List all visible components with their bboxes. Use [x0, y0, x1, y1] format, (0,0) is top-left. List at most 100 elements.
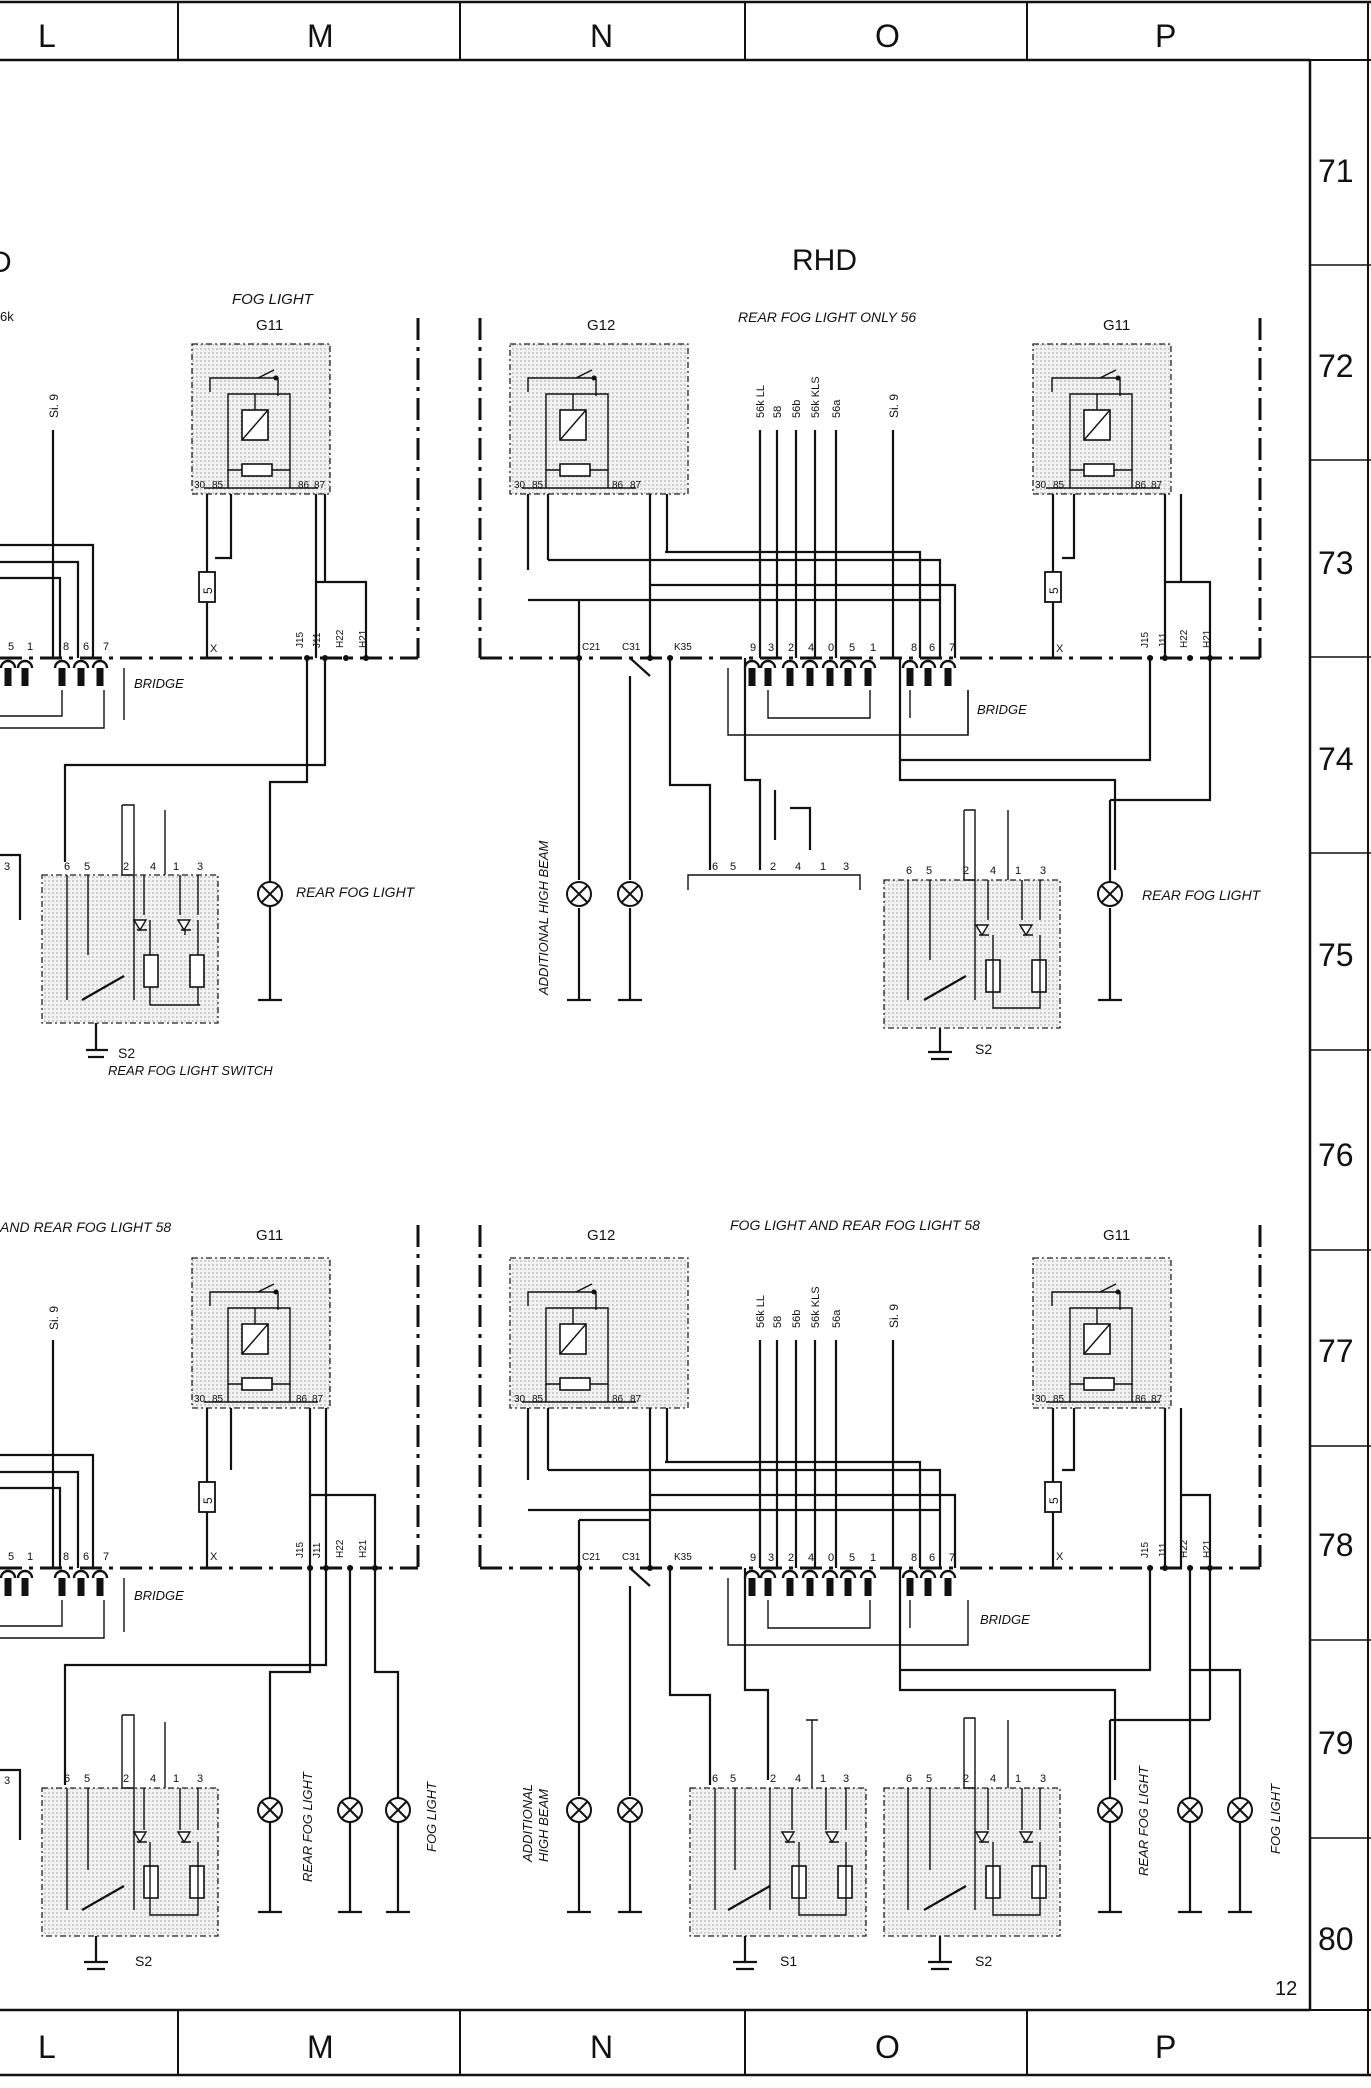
lr-vertical-label-1: ADDITIONAL: [520, 1784, 535, 1863]
lr-switch-s1: S1: [780, 1953, 797, 1969]
lr-s1-pin-2: 2: [770, 1773, 776, 1785]
lr-plug-pin-3: 3: [768, 1552, 774, 1564]
lr-plug-pin-4: 4: [808, 1552, 814, 1564]
lr-lamp-rear: REAR FOG LIGHT: [1136, 1765, 1151, 1876]
lr-s2-box: [883, 1787, 1061, 1937]
col-label-n: N: [590, 18, 613, 54]
lr-wire-56k-ll: 56k LL: [755, 1295, 767, 1328]
ul-fuse: [198, 571, 216, 603]
ll-fuse-value: 5: [201, 1497, 215, 1504]
lr-s1-pin-3: 3: [843, 1773, 849, 1785]
ur-heading: RHD: [792, 244, 857, 277]
lr-wire-si9: Si. 9: [887, 1304, 901, 1328]
ur-relay-left-label: G12: [587, 317, 615, 334]
ul-switch-id: S2: [118, 1045, 135, 1061]
row-numbers: 71 72 73 74 75 76 77 78 79 80: [1318, 153, 1354, 1957]
ul-heading-fragment: D: [0, 246, 12, 279]
ur-plug-pin-1: 1: [870, 642, 876, 654]
ur-rl-pin-86: 86: [612, 480, 624, 491]
row-78: 78: [1318, 1527, 1354, 1563]
ll-plug-pin-1: 1: [27, 1551, 33, 1563]
ur-plug-pin-3: 3: [768, 642, 774, 654]
ll-plug-pin-8: 8: [63, 1551, 69, 1563]
ur-sw-pin-6: 6: [906, 865, 912, 877]
ur-term-j15: J15: [1140, 631, 1151, 648]
ul-sw-pin-3a: 3: [4, 861, 10, 873]
lr-rl-pin-86: 86: [612, 1394, 624, 1405]
ur-term-c21: C21: [582, 642, 601, 653]
col-label-l-bottom: L: [38, 2029, 56, 2065]
ul-sw-pin-6: 6: [64, 861, 70, 873]
lr-term-j11: J11: [1158, 1542, 1169, 1558]
ur-plug-pin-5: 5: [849, 642, 855, 654]
ur-plug-pin-0: 0: [828, 642, 834, 654]
ur-wire-56b: 56b: [791, 400, 803, 418]
row-80: 80: [1318, 1921, 1354, 1957]
ll-sw-pin-1: 1: [173, 1773, 179, 1785]
lr-rr-pin-30: 30: [1035, 1394, 1047, 1405]
col-label-o: O: [875, 18, 900, 54]
ur-lamp-label: REAR FOG LIGHT: [1142, 887, 1262, 903]
lr-s1-pin-5: 5: [730, 1773, 736, 1785]
ll-relay-pin-85: 85: [212, 1394, 224, 1405]
ul-plug-pin-5: 5: [8, 641, 14, 653]
ur-rl-pin-30: 30: [514, 480, 526, 491]
ll-relay-pin-30: 30: [194, 1394, 206, 1405]
ur-mid-pin-2: 2: [770, 861, 776, 873]
lr-lamp-fog: FOG LIGHT: [1268, 1783, 1283, 1854]
row-76: 76: [1318, 1137, 1354, 1173]
ur-wire-56k-kls: 56k KLS: [810, 376, 822, 418]
ur-wire-56k-ll: 56k LL: [755, 385, 767, 418]
lr-relay-left-label: G12: [587, 1227, 615, 1244]
ur-mid-pin-4: 4: [795, 861, 801, 873]
ll-sw-pin-4: 4: [150, 1773, 156, 1785]
ll-term-h22: H22: [335, 1539, 346, 1558]
lr-rl-pin-87: 87: [630, 1394, 642, 1405]
ul-term-j15: J15: [295, 631, 306, 648]
lr-s2-pin-2: 2: [963, 1773, 969, 1785]
ul-lamp-label: REAR FOG LIGHT: [296, 884, 416, 900]
lr-switch-s2: S2: [975, 1953, 992, 1969]
ll-switch-id: S2: [135, 1953, 152, 1969]
lr-fuse: [1044, 1481, 1062, 1513]
ll-sw-pin-2: 2: [123, 1773, 129, 1785]
ur-term-j11: J11: [1158, 632, 1169, 648]
lr-wire-58: 58: [772, 1316, 784, 1328]
ur-mid-pin-5: 5: [730, 861, 736, 873]
ur-mid-pin-6: 6: [712, 861, 718, 873]
ul-plug-pin-1: 1: [27, 641, 33, 653]
ur-vertical-label: ADDITIONAL HIGH BEAM: [536, 840, 551, 996]
lr-rr-pin-87: 87: [1151, 1394, 1163, 1405]
lr-wire-56a: 56a: [831, 1309, 843, 1328]
lr-term-c21: C21: [582, 1552, 601, 1563]
ul-sw-pin-2: 2: [123, 861, 129, 873]
ll-term-h21: H21: [358, 1539, 369, 1558]
ll-fuse: [198, 1481, 216, 1513]
row-74: 74: [1318, 741, 1354, 777]
col-label-o-bottom: O: [875, 2029, 900, 2065]
ur-sw-pin-2: 2: [963, 865, 969, 877]
ul-plug-pin-7: 7: [103, 641, 109, 653]
ur-wire-56a: 56a: [831, 399, 843, 418]
col-label-p: P: [1155, 18, 1176, 54]
ul-fuse-value: 5: [201, 587, 215, 594]
col-label-m: M: [307, 18, 334, 54]
lr-s1-pin-6: 6: [712, 1773, 718, 1785]
lr-wire-56b: 56b: [791, 1310, 803, 1328]
ul-switch-name: REAR FOG LIGHT SWITCH: [108, 1063, 273, 1078]
ul-relay-pin-85: 85: [212, 480, 224, 491]
ll-relay-label: G11: [256, 1227, 283, 1244]
col-label-l: L: [38, 18, 56, 54]
ur-wire-si9: Si. 9: [887, 394, 901, 418]
lr-rl-pin-30: 30: [514, 1394, 526, 1405]
ur-switch-box: [883, 879, 1061, 1029]
ul-bridge-label: BRIDGE: [134, 676, 184, 691]
ur-rr-pin-30: 30: [1035, 480, 1047, 491]
ll-term-j11: J11: [312, 1542, 323, 1558]
lr-s2-pin-4: 4: [990, 1773, 996, 1785]
ll-relay-pin-86: 86: [296, 1394, 308, 1405]
ur-sw-pin-4: 4: [990, 865, 996, 877]
ul-plug-pin-6: 6: [83, 641, 89, 653]
col-label-m-bottom: M: [307, 2029, 334, 2065]
